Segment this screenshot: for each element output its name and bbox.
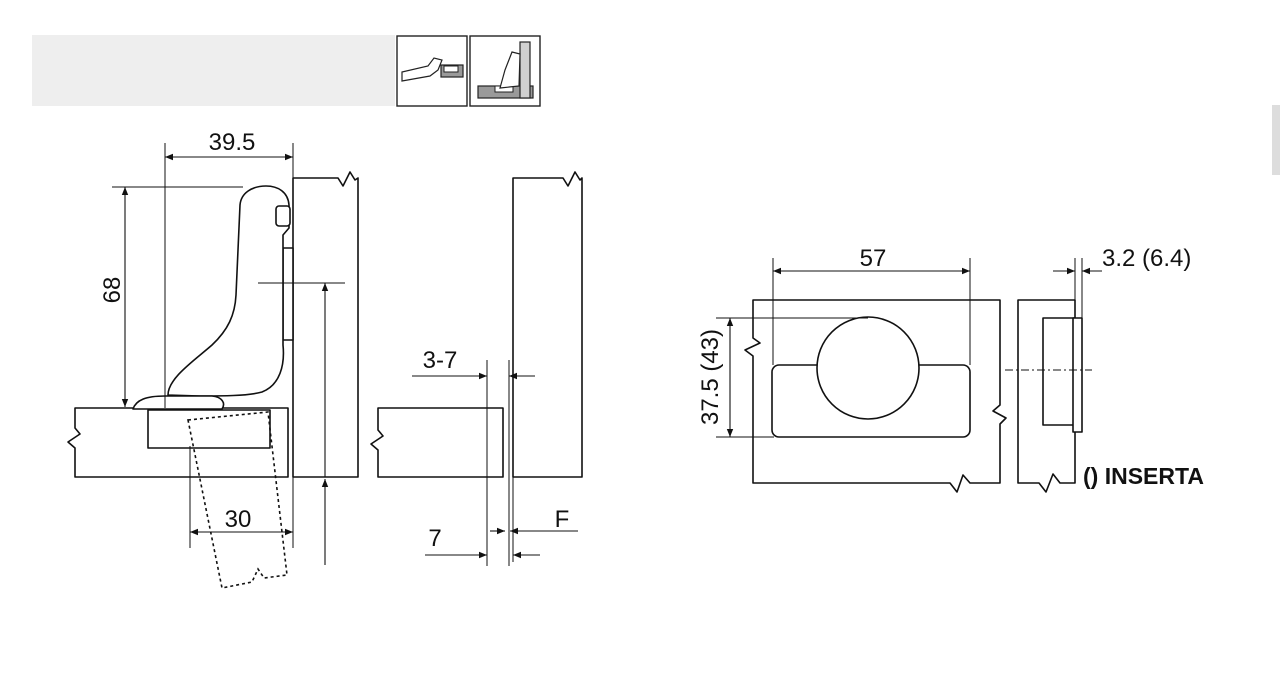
gap-view: 3-7 F 7 <box>370 171 583 566</box>
mounting-plate <box>282 247 294 341</box>
hinge-clip <box>275 205 291 227</box>
hinge-arm <box>167 185 290 397</box>
door-edge <box>370 407 504 478</box>
hinge-inset-icon <box>469 35 541 107</box>
side-tab <box>1272 105 1280 175</box>
cup-circle <box>816 316 920 420</box>
cup-view: 57 37.5 (43) 3.2 (6.4) () INSERTA <box>697 245 1204 493</box>
cup-section-flange <box>1072 317 1083 433</box>
dim-label-57: 57 <box>860 245 887 272</box>
dim-label-3-7: 3-7 <box>423 347 458 374</box>
dim-label-68: 68 <box>99 277 126 304</box>
header-bar <box>32 35 395 106</box>
dim-label-7: 7 <box>428 525 441 552</box>
dim-label-30: 30 <box>225 506 252 533</box>
cup-pocket <box>147 409 271 449</box>
inserta-note: () INSERTA <box>1083 463 1204 489</box>
hinge-overlay-icon <box>396 35 468 107</box>
dim-label-3-2: 3.2 (6.4) <box>1102 245 1191 272</box>
dim-label-39-5: 39.5 <box>209 129 256 156</box>
cabinet-side-gap <box>512 171 583 478</box>
dim-label-37-5: 37.5 (43) <box>697 329 724 425</box>
hinge-foot <box>132 395 225 410</box>
dim-label-f: F <box>555 506 570 533</box>
side-view: 39.5 68 30 <box>67 129 359 589</box>
header-background <box>32 35 395 106</box>
cup-section-insert <box>1042 317 1076 426</box>
arm-swing-outline <box>187 411 288 589</box>
